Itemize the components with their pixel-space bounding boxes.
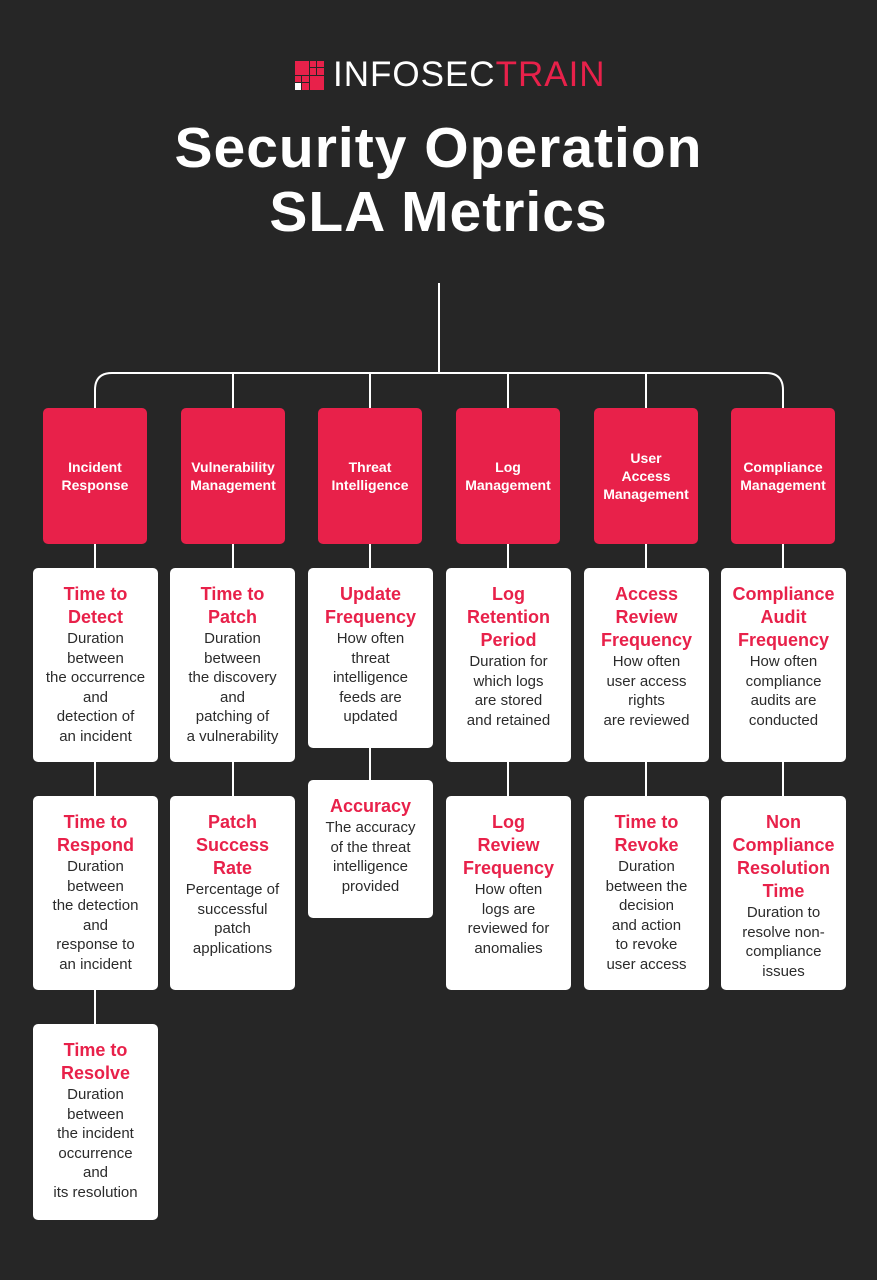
- connector-bus: [94, 372, 784, 408]
- metric-description: The accuracy of the threat intelligence …: [325, 819, 416, 895]
- metric-description: Duration between the discovery and patch…: [186, 630, 279, 745]
- category-box: Log Management: [456, 408, 560, 544]
- metric-title: Time to Revoke: [614, 812, 679, 855]
- metric-description: Duration between the detection and respo…: [52, 858, 139, 973]
- metric-title: Patch Success Rate: [195, 812, 270, 878]
- metric-description: How often threat intelligence feeds are …: [332, 630, 409, 725]
- category-label: Threat Intelligence: [331, 459, 409, 493]
- metric-description: Duration between the decision and action…: [605, 858, 688, 973]
- metric-title: Time to Respond: [56, 812, 134, 855]
- metric-title: Compliance Audit Frequency: [732, 584, 835, 650]
- metric-title: Log Retention Period: [467, 584, 550, 650]
- category-label: Log Management: [465, 459, 551, 493]
- metric-title: Non Compliance Resolution Time: [732, 812, 835, 901]
- metric-description: Duration to resolve non- compliance issu…: [742, 904, 825, 980]
- category-label: Vulnerability Management: [190, 459, 276, 493]
- category-box: Incident Response: [43, 408, 147, 544]
- category-box: Vulnerability Management: [181, 408, 285, 544]
- category-box: User Access Management: [594, 408, 698, 544]
- brand-name-part2: TRAIN: [495, 55, 606, 94]
- brand-logo: INFOSECTRAIN: [295, 56, 606, 94]
- metric-title: Time to Resolve: [60, 1040, 131, 1083]
- metric-description: Duration for which logs are stored and r…: [466, 653, 551, 729]
- metric-title: Access Review Frequency: [600, 584, 693, 650]
- metric-title: Update Frequency: [324, 584, 417, 627]
- category-box: Threat Intelligence: [318, 408, 422, 544]
- metric-title: Accuracy: [329, 796, 412, 816]
- metric-title: Log Review Frequency: [462, 812, 555, 878]
- metric-title: Time to Patch: [200, 584, 265, 627]
- page-title: Security Operation SLA Metrics: [174, 116, 703, 244]
- category-label: Incident Response: [61, 459, 129, 493]
- category-label: Compliance Management: [740, 459, 826, 493]
- category-label: User Access Management: [603, 450, 689, 502]
- metric-description: Duration between the occurrence and dete…: [45, 630, 146, 745]
- brand-name: INFOSECTRAIN: [333, 56, 606, 94]
- metric-title: Time to Detect: [63, 584, 128, 627]
- metric-description: Percentage of successful patch applicati…: [185, 881, 280, 957]
- metric-description: How often user access rights are reviewe…: [603, 653, 690, 729]
- metric-description: How often compliance audits are conducte…: [745, 653, 822, 729]
- brand-logo-icon: [295, 60, 324, 90]
- metric-description: How often logs are reviewed for anomalie…: [467, 881, 550, 957]
- metric-description: Duration between the incident occurrence…: [53, 1086, 138, 1201]
- category-box: Compliance Management: [731, 408, 835, 544]
- brand-name-part1: INFOSEC: [333, 55, 496, 94]
